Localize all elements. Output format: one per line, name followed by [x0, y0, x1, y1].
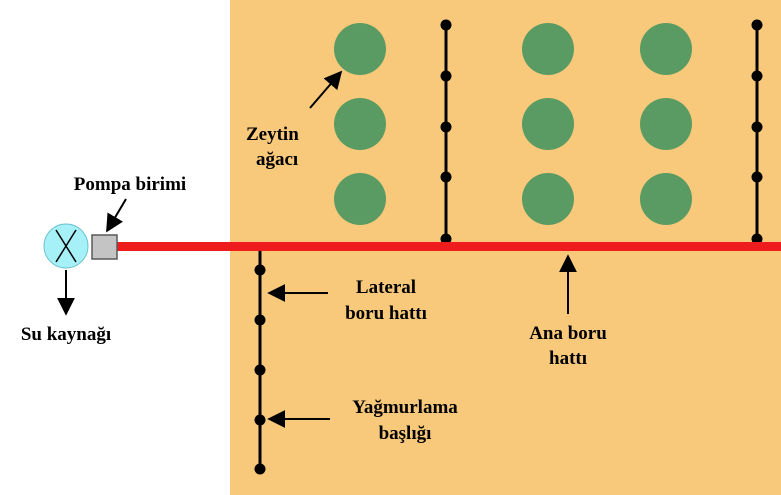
main-pipe-label-line1: Ana boru — [529, 323, 607, 344]
sprinkler-head — [254, 314, 266, 326]
sprinkler-head-label-line1: Yağmurlama — [352, 397, 458, 418]
lateral-pipe-label-line1: Lateral — [356, 277, 416, 298]
main-pipe-label-line2: hattı — [549, 348, 587, 369]
arrow-pump — [106, 198, 127, 233]
annotation-arrows — [57, 70, 577, 428]
olive-tree-label-line2: ağacı — [256, 149, 298, 170]
sprinkler-head-label-line2: başlığı — [379, 423, 432, 444]
sprinkler-head — [254, 463, 266, 475]
pump-unit-label: Pompa birimi — [74, 174, 186, 195]
lateral-pipe-upper-left — [440, 19, 452, 245]
water-source-label: Su kaynağı — [21, 324, 111, 345]
sprinkler-head — [440, 171, 452, 183]
main-pipe — [115, 242, 781, 251]
lateral-pipe-label-line2: boru hattı — [345, 303, 427, 324]
olive-tree-group — [334, 23, 692, 225]
olive-tree — [334, 23, 386, 75]
water-source — [43, 223, 89, 269]
arrow-olive-tree — [309, 70, 343, 109]
sprinkler-head — [440, 121, 452, 133]
olive-tree — [522, 98, 574, 150]
sprinkler-head — [751, 19, 763, 31]
lateral-pipe-lower — [254, 248, 266, 475]
olive-tree — [522, 173, 574, 225]
olive-tree — [640, 98, 692, 150]
olive-tree — [334, 98, 386, 150]
sprinkler-head — [751, 121, 763, 133]
sprinkler-head — [254, 414, 266, 426]
lateral-pipe-upper-right — [751, 19, 763, 245]
pump-unit — [91, 234, 118, 260]
olive-tree — [640, 23, 692, 75]
sprinkler-head — [751, 233, 763, 245]
sprinkler-head — [440, 19, 452, 31]
olive-tree-label-line1: Zeytin — [246, 124, 299, 145]
sprinkler-head — [254, 264, 266, 276]
sprinkler-head — [440, 70, 452, 82]
sprinkler-head — [751, 70, 763, 82]
sprinkler-head — [254, 364, 266, 376]
olive-tree — [640, 173, 692, 225]
olive-tree — [522, 23, 574, 75]
olive-tree — [334, 173, 386, 225]
sprinkler-head — [751, 171, 763, 183]
sprinkler-head — [440, 233, 452, 245]
